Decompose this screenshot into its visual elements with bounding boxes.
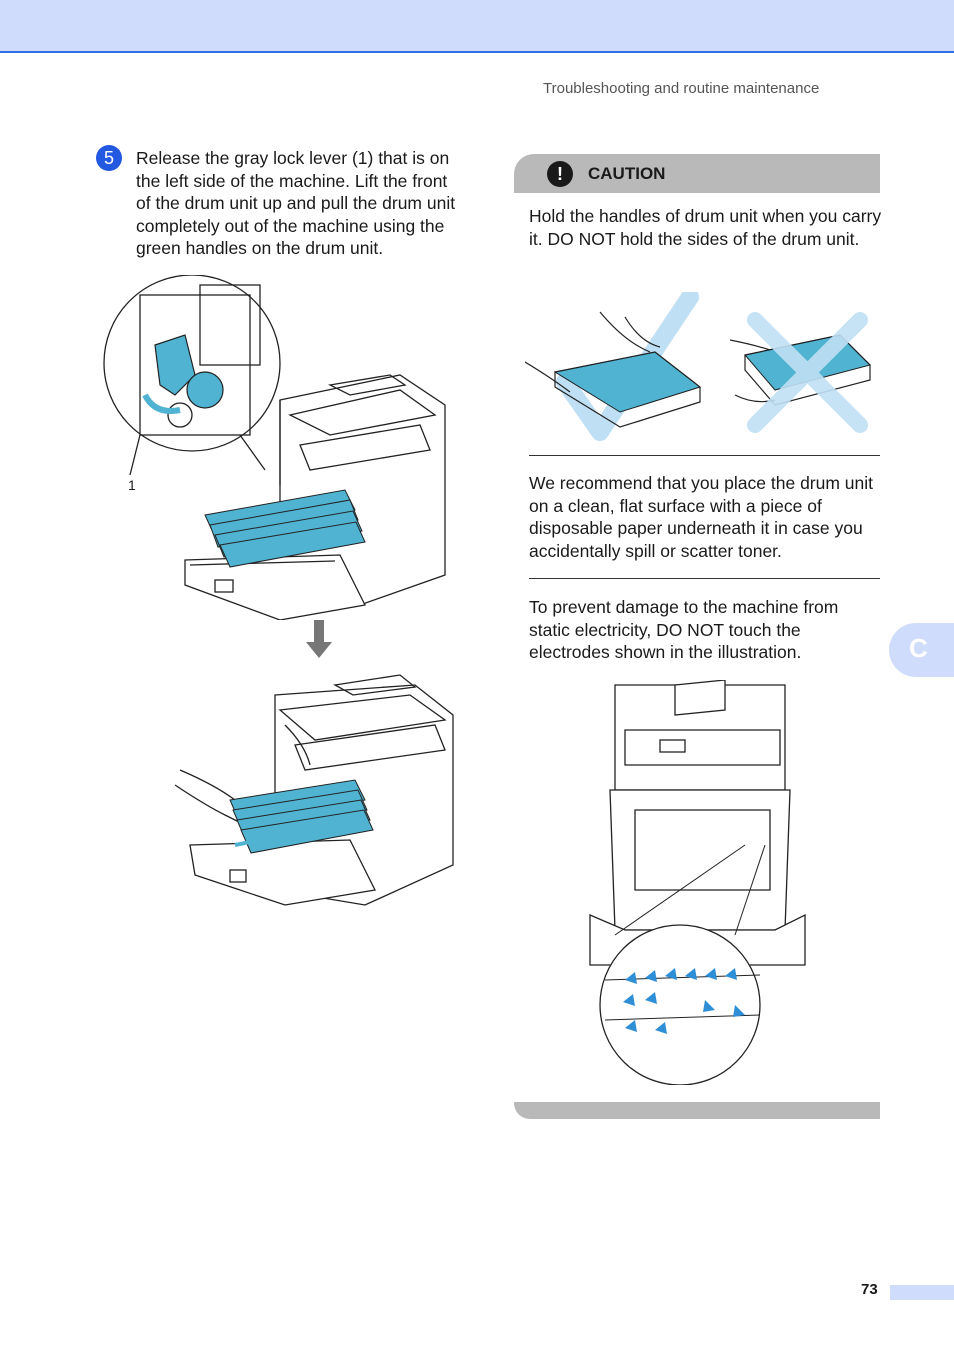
drum-handling-incorrect-illustration <box>730 312 871 433</box>
header-band <box>0 0 954 53</box>
caution-paragraph-surface: We recommend that you place the drum uni… <box>529 473 874 561</box>
callout-number: 1 <box>128 477 136 493</box>
step-number-badge: 5 <box>96 145 122 171</box>
warning-icon: ! <box>547 161 573 187</box>
step-instruction: Release the gray lock lever (1) that is … <box>136 148 456 258</box>
caution-label: CAUTION <box>588 164 666 183</box>
divider <box>529 578 880 579</box>
appendix-tab-label: C <box>909 633 928 663</box>
caution-header: ! CAUTION <box>514 154 880 193</box>
drum-removal-illustration-top <box>103 275 446 620</box>
drum-handling-correct-illustration <box>525 292 702 441</box>
caution-paragraph-handles: Hold the handles of drum unit when you c… <box>529 206 882 249</box>
footer-band <box>890 1285 954 1300</box>
caution-paragraph-static: To prevent damage to the machine from st… <box>529 597 839 662</box>
electrodes-illustration <box>589 680 806 1085</box>
drum-removal-illustration-bottom <box>175 674 454 906</box>
page-number: 73 <box>861 1281 878 1298</box>
caution-end-bar <box>514 1102 880 1119</box>
down-arrow-icon <box>306 620 332 658</box>
appendix-tab: C <box>889 623 954 677</box>
running-head: Troubleshooting and routine maintenance <box>543 80 820 97</box>
divider <box>529 455 880 456</box>
